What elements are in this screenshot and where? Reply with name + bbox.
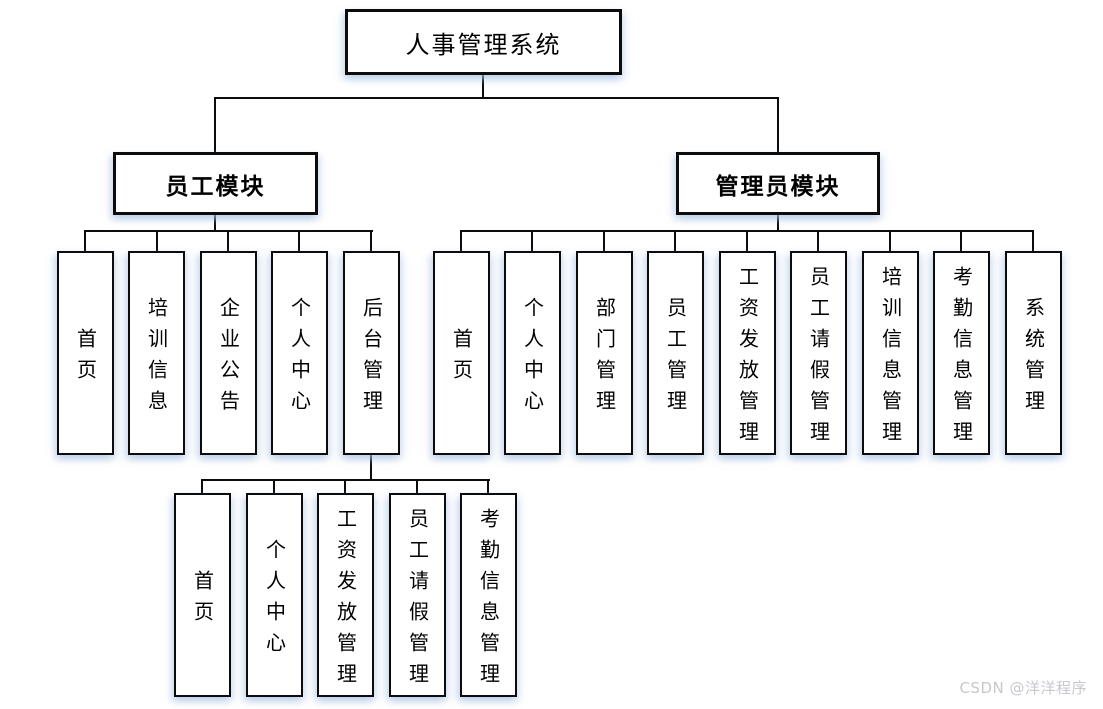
connector-line [817, 230, 819, 251]
connector-line [370, 230, 372, 251]
connector-line [777, 97, 779, 152]
connector-line [370, 455, 372, 481]
node-backend-attendance-mgmt: 考勤信息管理 [460, 493, 517, 697]
connector-line [960, 230, 962, 251]
node-label: 个人中心 [262, 538, 287, 663]
node-label: 首页 [449, 327, 474, 390]
connector-line [84, 230, 86, 251]
node-label: 系统管理 [1021, 296, 1046, 421]
connector-line [1032, 230, 1034, 251]
connector-line [214, 97, 216, 152]
connector-line [460, 230, 462, 251]
node-label: 工资发放管理 [735, 265, 760, 452]
node-label: 考勤信息管理 [476, 507, 501, 694]
node-module-admin-label: 管理员模块 [715, 173, 841, 200]
node-emp-home: 首页 [57, 251, 114, 455]
node-label: 首页 [190, 569, 215, 632]
node-emp-company-notice: 企业公告 [200, 251, 257, 455]
node-module-employee-label: 员工模块 [165, 173, 266, 200]
connector-line [487, 479, 489, 493]
node-label: 后台管理 [359, 296, 384, 421]
node-label: 培训信息 [144, 296, 169, 421]
node-label: 培训信息管理 [878, 265, 903, 452]
node-label: 员工请假管理 [405, 507, 430, 694]
node-backend-salary-mgmt: 工资发放管理 [317, 493, 374, 697]
node-label: 工资发放管理 [333, 507, 358, 694]
connector-line [201, 479, 203, 493]
node-label: 考勤信息管理 [949, 265, 974, 452]
node-label: 首页 [73, 327, 98, 390]
connector-line [746, 230, 748, 251]
connector-line [416, 479, 418, 493]
node-backend-leave-mgmt: 员工请假管理 [389, 493, 446, 697]
connector-line [482, 74, 484, 99]
connector-line [156, 230, 158, 251]
node-admin-home: 首页 [433, 251, 490, 455]
node-emp-personal-center: 个人中心 [271, 251, 328, 455]
node-label: 员工请假管理 [806, 265, 831, 452]
connector-line [214, 97, 779, 99]
node-label: 企业公告 [216, 296, 241, 421]
connector-line [889, 230, 891, 251]
node-module-employee: 员工模块 [113, 152, 318, 215]
node-label: 员工管理 [663, 296, 688, 421]
node-root-label: 人事管理系统 [405, 30, 562, 59]
connector-line [531, 230, 533, 251]
node-admin-leave-mgmt: 员工请假管理 [790, 251, 847, 455]
node-admin-system-mgmt: 系统管理 [1005, 251, 1062, 455]
node-emp-training-info: 培训信息 [128, 251, 185, 455]
connector-line [214, 215, 216, 232]
connector-line [298, 230, 300, 251]
node-module-admin: 管理员模块 [676, 152, 880, 215]
node-admin-employee-mgmt: 员工管理 [647, 251, 704, 455]
node-admin-personal-center: 个人中心 [504, 251, 561, 455]
node-label: 个人中心 [520, 296, 545, 421]
node-backend-home: 首页 [174, 493, 231, 697]
connector-line [273, 479, 275, 493]
node-label: 部门管理 [592, 296, 617, 421]
node-admin-department-mgmt: 部门管理 [576, 251, 633, 455]
node-emp-backend-management: 后台管理 [343, 251, 400, 455]
connector-line [674, 230, 676, 251]
node-root: 人事管理系统 [345, 9, 622, 75]
connector-line [227, 230, 229, 251]
csdn-watermark: CSDN @洋洋程序 [959, 679, 1087, 697]
connector-line [603, 230, 605, 251]
node-label: 个人中心 [287, 296, 312, 421]
node-admin-salary-mgmt: 工资发放管理 [719, 251, 776, 455]
node-admin-attendance-mgmt: 考勤信息管理 [933, 251, 990, 455]
connector-line [777, 215, 779, 232]
node-admin-training-info-mgmt: 培训信息管理 [862, 251, 919, 455]
connector-line [344, 479, 346, 493]
node-backend-personal-center: 个人中心 [246, 493, 303, 697]
